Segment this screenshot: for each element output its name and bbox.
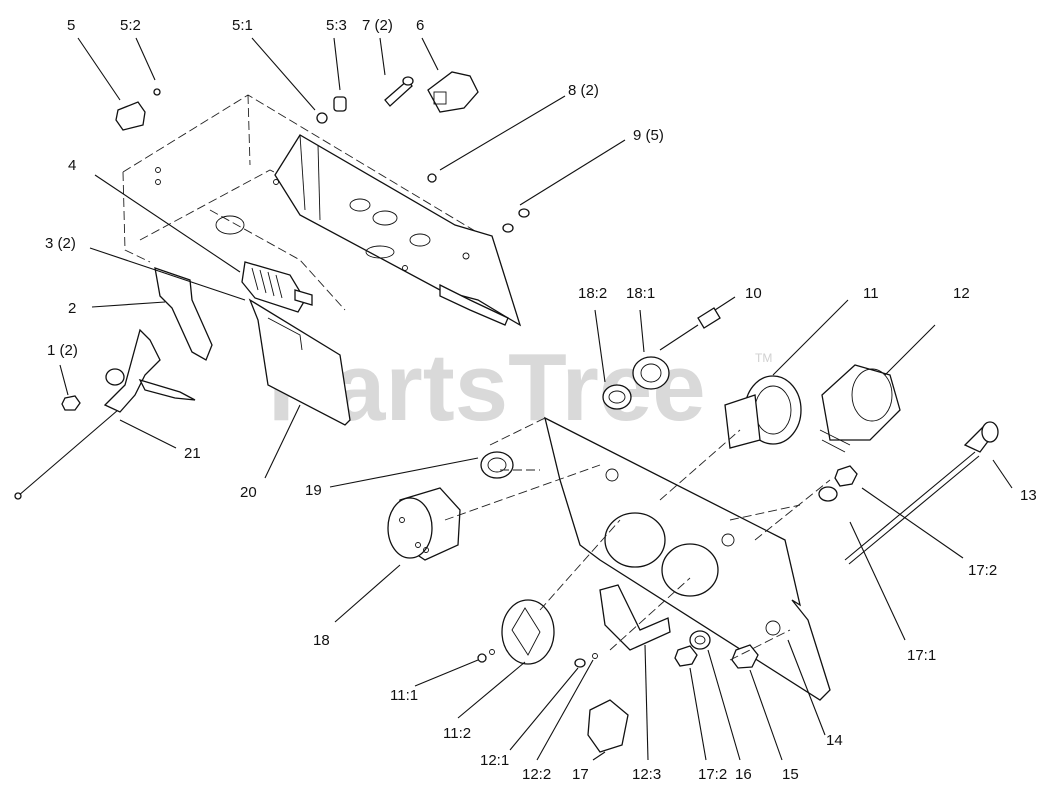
callout-12-3: 12:3 xyxy=(632,766,661,783)
part-12-2-washer xyxy=(592,653,598,659)
leader-lines xyxy=(59,37,1013,761)
callout-17: 17 xyxy=(572,766,589,783)
callout-11-1: 11:1 xyxy=(390,687,418,704)
callout-12-1: 12:1 xyxy=(480,752,509,769)
callout-11-2: 11:2 xyxy=(443,725,471,742)
callout-20: 20 xyxy=(240,484,257,501)
callout-13: 13 xyxy=(1020,487,1037,504)
callout-11: 11 xyxy=(863,285,879,302)
part-13-choke-cable xyxy=(844,421,999,565)
part-12-gauge xyxy=(819,364,901,453)
callout-5-3: 5:3 xyxy=(326,17,347,34)
part-11-1-nut xyxy=(477,653,487,663)
part-18-hour-meter xyxy=(387,487,461,561)
part-1-nut xyxy=(61,395,81,411)
part-17-2-nut-upper xyxy=(834,465,858,487)
callout-21: 21 xyxy=(184,445,201,462)
callout-18-2: 18:2 xyxy=(578,285,607,302)
part-11-2-cover xyxy=(501,599,555,665)
callout-18: 18 xyxy=(313,632,330,649)
callout-17-1: 17:1 xyxy=(907,647,936,664)
part-6-knob xyxy=(427,71,479,113)
callout-16: 16 xyxy=(735,766,752,783)
part-17-block xyxy=(587,699,629,753)
callout-10: 10 xyxy=(745,285,762,302)
part-16-washer xyxy=(689,630,711,650)
callout-17-2-upper: 17:2 xyxy=(968,562,997,579)
part-10-connector xyxy=(659,307,721,351)
callout-5: 5 xyxy=(67,17,75,34)
callout-12: 12 xyxy=(953,285,970,302)
callout-6: 6 xyxy=(416,17,424,34)
part-14-dash-panel xyxy=(544,416,831,701)
callout-2: 2 xyxy=(68,300,76,317)
callout-15: 15 xyxy=(782,766,799,783)
part-5-knob xyxy=(115,101,146,131)
callout-19: 19 xyxy=(305,482,322,499)
callout-5-2: 5:2 xyxy=(120,17,141,34)
part-18-1-nut xyxy=(632,356,670,390)
callout-7: 7 (2) xyxy=(362,17,393,34)
callout-14: 14 xyxy=(826,732,843,749)
watermark-trademark: TM xyxy=(755,351,772,365)
part-5-3-spacer xyxy=(333,96,347,112)
part-12-1-nut xyxy=(574,658,586,668)
part-21-throttle-lever xyxy=(14,328,196,500)
part-11-gauge xyxy=(724,375,802,449)
part-19-ring xyxy=(480,451,514,479)
part-15-nut xyxy=(731,644,759,669)
part-18-2-washer xyxy=(602,384,632,410)
part-17-2-nut-lower xyxy=(674,645,698,667)
upper-bracket xyxy=(122,94,522,327)
part-5-1-nut xyxy=(316,112,328,124)
part-20-plate xyxy=(248,298,351,426)
callout-5-1: 5:1 xyxy=(232,17,253,34)
part-7-bolt xyxy=(384,76,414,107)
part-17-1-washer xyxy=(818,486,838,502)
callout-3: 3 (2) xyxy=(45,235,76,252)
part-2-bracket xyxy=(154,267,213,361)
callout-18-1: 18:1 xyxy=(626,285,655,302)
callout-4: 4 xyxy=(68,157,76,174)
part-9-rivets xyxy=(502,208,530,233)
callout-9: 9 (5) xyxy=(633,127,664,144)
callout-12-2: 12:2 xyxy=(522,766,551,783)
part-12-3-bracket xyxy=(599,584,671,651)
part-5-2-screw xyxy=(153,88,161,96)
callout-8: 8 (2) xyxy=(568,82,599,99)
callout-17-2-lower: 17:2 xyxy=(698,766,727,783)
callout-labels: 5 5:2 5:1 5:3 7 (2) 6 8 (2) 9 (5) 4 3 (2… xyxy=(45,17,1037,783)
part-4-switch-assembly xyxy=(241,261,313,313)
callout-1: 1 (2) xyxy=(47,342,78,359)
part-8-nut xyxy=(427,173,437,183)
